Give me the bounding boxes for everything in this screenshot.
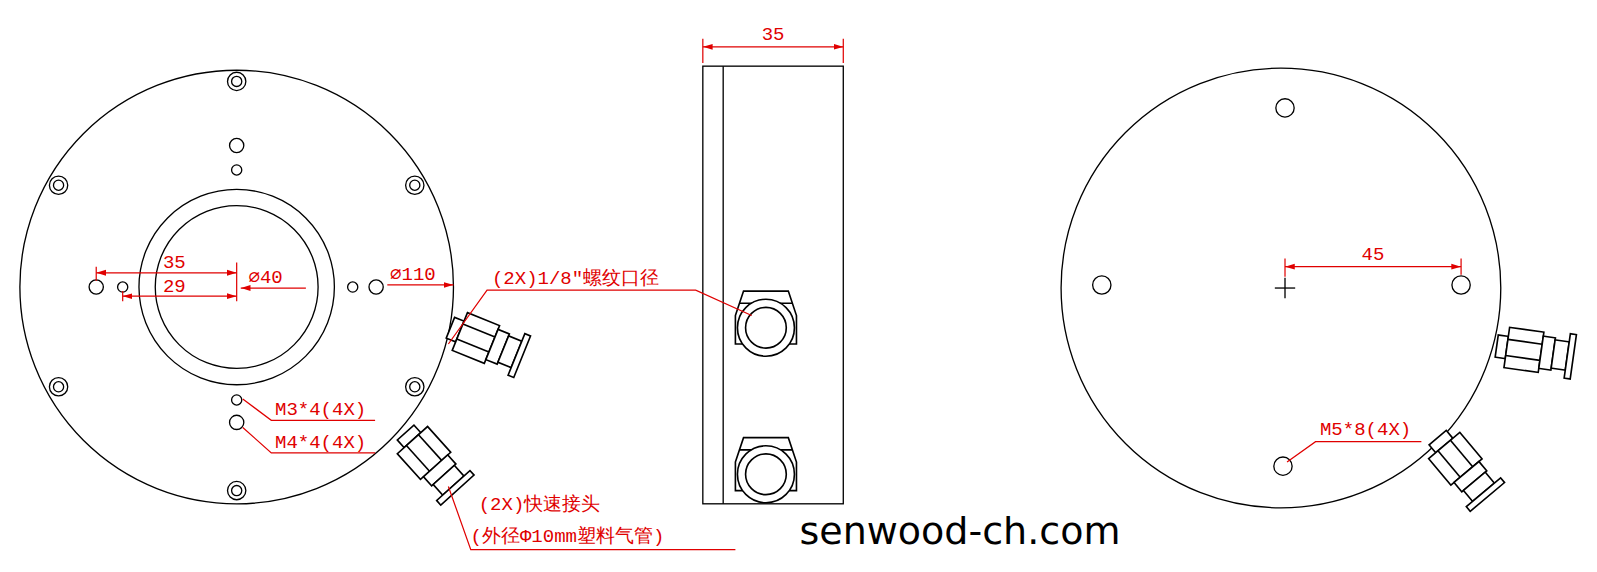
fitting-end: [735, 291, 796, 356]
dimension-text: ⌀40: [249, 269, 283, 288]
side-view: [703, 66, 843, 504]
quick-fitting: [1421, 423, 1505, 511]
side-outline: [703, 66, 843, 504]
callout-text: (外径Φ10mm塑料气管): [471, 528, 665, 547]
leader-line: [243, 399, 375, 420]
tapped-hole: [1276, 99, 1294, 117]
thread-callout: M5*8(4X): [1320, 421, 1411, 440]
extension-line: [236, 263, 237, 302]
callout-text: (2X)1/8″螺纹口径: [492, 270, 659, 289]
thread-callout: M3*4(4X): [275, 401, 366, 420]
bore-ring: [139, 189, 334, 384]
dimension-text: ⌀110: [390, 266, 436, 285]
center-mark: [1284, 278, 1285, 298]
callout-text: (2X)快速接头: [479, 496, 601, 515]
extension-line: [702, 39, 703, 63]
tapped-holes: [89, 138, 383, 429]
dimension-text: 35: [762, 26, 785, 45]
leader-line: [1287, 442, 1421, 462]
leader-line: [448, 290, 751, 344]
tapped-hole: [1093, 276, 1111, 294]
extension-line: [1284, 259, 1285, 277]
leader-line: [243, 427, 375, 452]
dimension-text: 29: [163, 278, 186, 297]
quick-fitting: [442, 307, 530, 377]
leader-line: [448, 487, 735, 550]
thread-callout: M4*4(4X): [275, 434, 366, 453]
bore: [155, 206, 318, 369]
dimension-line: [387, 284, 453, 285]
extension-line: [96, 267, 97, 281]
side-step: [723, 66, 724, 504]
dimension-line: [1285, 266, 1461, 267]
extension-line: [843, 39, 844, 63]
front-view: [20, 70, 454, 504]
dimension-lines: [96, 39, 1461, 550]
tapped-hole: [1452, 276, 1470, 294]
dimension-text: 35: [163, 254, 186, 273]
dimension-line: [241, 287, 306, 288]
quick-fitting: [389, 418, 474, 505]
dimension-text: 45: [1362, 246, 1385, 265]
fitting-end: [735, 438, 796, 503]
quick-fitting: [1494, 324, 1577, 379]
watermark: senwood-ch.com: [800, 512, 1121, 550]
dimension-line: [703, 46, 843, 47]
housing-outline: [20, 70, 454, 504]
bolt-holes: [49, 72, 424, 499]
